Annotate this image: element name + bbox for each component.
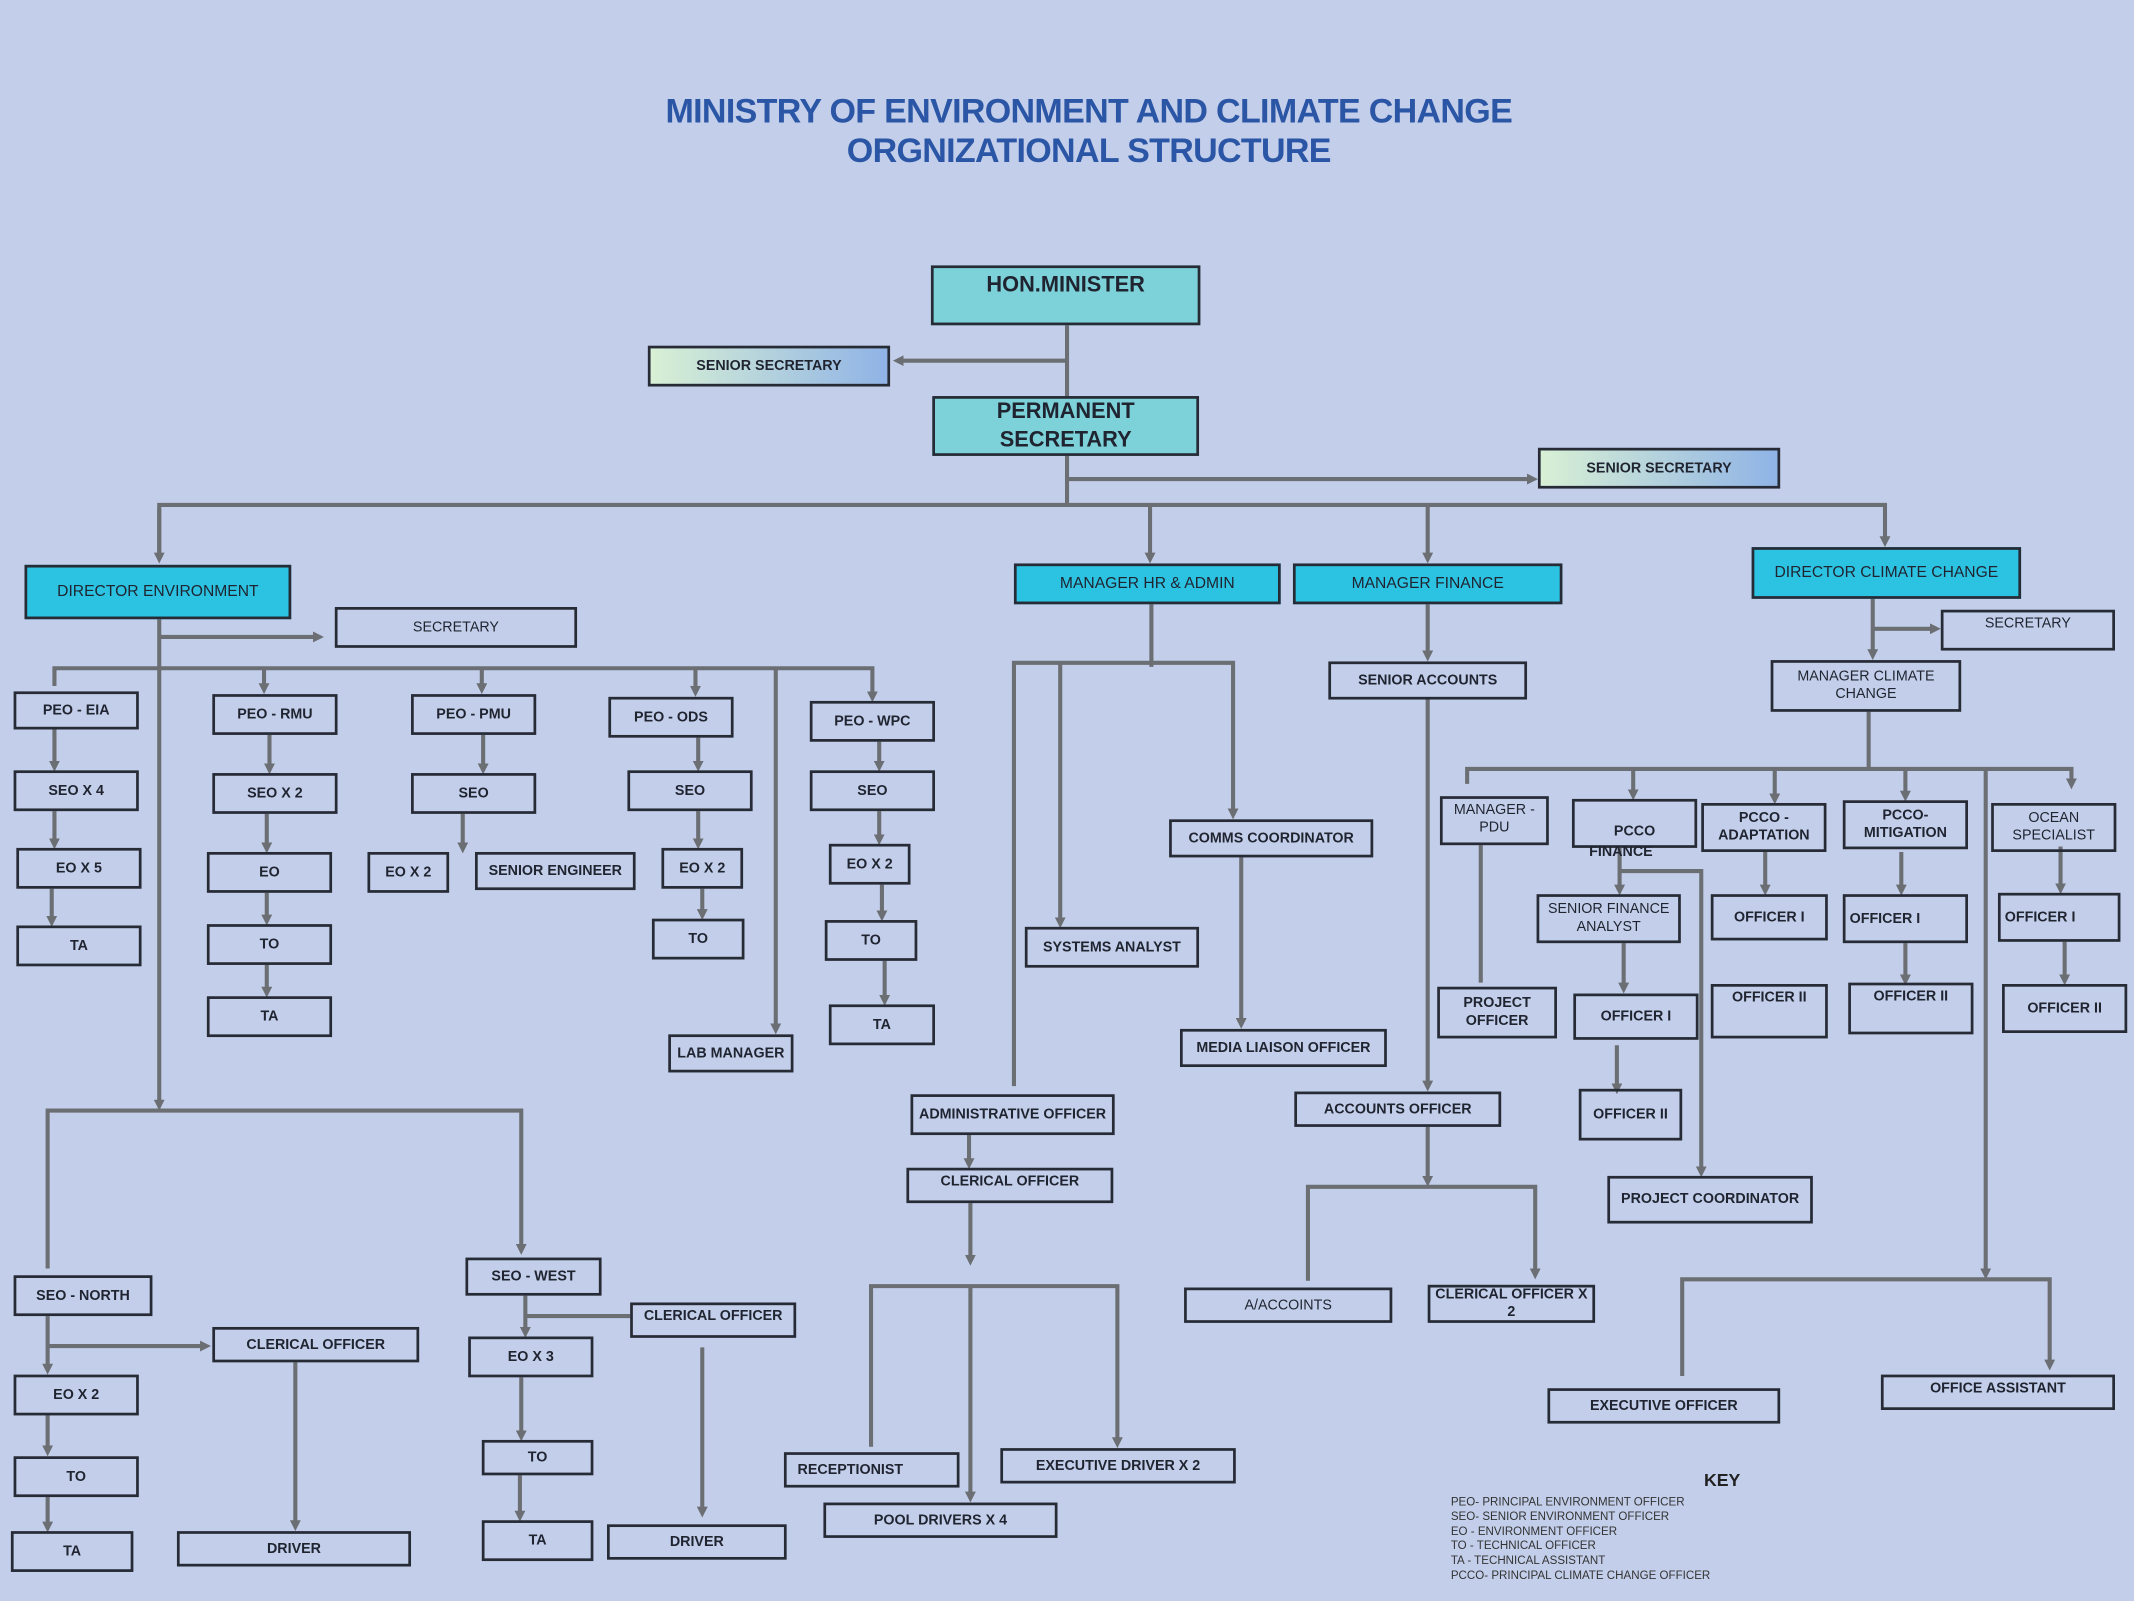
- officer-i-box: OFFICER I: [1997, 892, 2121, 942]
- seo-west-box: SEO - WEST: [465, 1257, 602, 1296]
- key-item: TO - TECHNICAL OFFICER: [1450, 1538, 1596, 1553]
- senior-finance-analyst-box: SENIOR FINANCE ANALYST: [1536, 894, 1681, 944]
- permanent-secretary-box: PERMANENT SECRETARY: [932, 396, 1200, 456]
- officer-i-box: OFFICER I: [1573, 993, 1699, 1040]
- hon-minister-box: HON.MINISTER: [930, 265, 1201, 326]
- officer-ii-box: OFFICER II: [1578, 1088, 1683, 1141]
- ta-box: TA: [828, 1004, 936, 1046]
- eo-box: EO X 2: [661, 847, 744, 889]
- manager-hr-box: MANAGER HR & ADMIN: [1013, 563, 1281, 605]
- driver-box: DRIVER: [607, 1524, 787, 1560]
- driver-box: DRIVER: [176, 1531, 412, 1567]
- pcco-finance-box: PCCO: [1571, 798, 1698, 848]
- eo-box: EO: [206, 851, 333, 893]
- administrative-officer-box: ADMINISTRATIVE OFFICER: [910, 1094, 1115, 1136]
- senior-secretary-box: SENIOR SECRETARY: [647, 345, 891, 387]
- eo-box: EO X 3: [468, 1336, 594, 1378]
- seo-box: SEO X 4: [13, 770, 139, 812]
- office-assistant-box: OFFICE ASSISTANT: [1880, 1374, 2115, 1410]
- ta-box: TA: [206, 996, 333, 1038]
- seo-box: SEO: [627, 770, 753, 812]
- senior-engineer-box: SENIOR ENGINEER: [474, 851, 636, 891]
- project-coordinator-box: PROJECT COORDINATOR: [1607, 1175, 1813, 1224]
- eo-box: EO X 2: [828, 843, 911, 885]
- manager-finance-box: MANAGER FINANCE: [1292, 563, 1563, 605]
- officer-ii-box: OFFICER II: [1710, 984, 1828, 1039]
- accounts-officer-box: ACCOUNTS OFFICER: [1294, 1091, 1502, 1127]
- seo-box: SEO: [809, 770, 936, 812]
- peo-ods-box: PEO - ODS: [608, 696, 734, 738]
- a-accounts-box: A/ACCOINTS: [1184, 1287, 1393, 1323]
- key-item: EO - ENVIRONMENT OFFICER: [1450, 1523, 1618, 1538]
- lab-manager-box: LAB MANAGER: [668, 1034, 794, 1073]
- clerical-officer-box: CLERICAL OFFICER: [212, 1326, 420, 1363]
- key-item: PCCO- PRINCIPAL CLIMATE CHANGE OFFICER: [1450, 1567, 1711, 1582]
- director-environment-box: DIRECTOR ENVIRONMENT: [24, 564, 292, 620]
- peo-wpc-box: PEO - WPC: [809, 700, 936, 742]
- seo-north-box: SEO - NORTH: [13, 1275, 153, 1317]
- clerical-officer-box: CLERICAL OFFICER: [906, 1167, 1114, 1204]
- senior-secretary-ps-box: SENIOR SECRETARY: [1537, 447, 1781, 489]
- peo-eia-box: PEO - EIA: [13, 691, 139, 730]
- to-box: TO: [13, 1456, 139, 1498]
- senior-accounts-box: SENIOR ACCOUNTS: [1328, 661, 1528, 700]
- media-liaison-officer-box: MEDIA LIAISON OFFICER: [1179, 1028, 1387, 1068]
- peo-rmu-box: PEO - RMU: [212, 694, 338, 735]
- officer-ii-box: OFFICER II: [2002, 984, 2128, 1033]
- to-box: TO: [824, 920, 918, 961]
- key-item: PEO- PRINCIPAL ENVIRONMENT OFFICER: [1450, 1494, 1685, 1508]
- key-title: KEY: [1703, 1469, 1741, 1491]
- manager-climate-change-box: MANAGER CLIMATE CHANGE: [1770, 660, 1962, 712]
- seo-box: SEO: [411, 773, 537, 814]
- officer-i-box: OFFICER I: [1710, 894, 1828, 941]
- key-legend: PEO- PRINCIPAL ENVIRONMENT OFFICER SEO- …: [1451, 1494, 1710, 1582]
- systems-analyst-box: SYSTEMS ANALYST: [1024, 926, 1200, 968]
- executive-driver-box: EXECUTIVE DRIVER X 2: [1000, 1448, 1236, 1484]
- ta-box: TA: [16, 925, 142, 967]
- secretary-cc-box: SECRETARY: [1940, 609, 2115, 651]
- key-item: SEO- SENIOR ENVIRONMENT OFFICER: [1450, 1509, 1670, 1523]
- ta-box: TA: [481, 1520, 594, 1562]
- eo-box: EO X 2: [367, 851, 450, 893]
- manager-pdu-box: MANAGER - PDU: [1439, 796, 1549, 846]
- executive-officer-box: EXECUTIVE OFFICER: [1547, 1388, 1781, 1424]
- chart-title-line1: MINISTRY OF ENVIRONMENT AND CLIMATE CHAN…: [665, 92, 1513, 131]
- seo-box: SEO X 2: [212, 773, 338, 814]
- key-item: TA - TECHNICAL ASSISTANT: [1450, 1553, 1606, 1567]
- comms-coordinator-box: COMMS COORDINATOR: [1169, 819, 1374, 858]
- pcco-finance-label-overflow: FINANCE: [1589, 843, 1653, 860]
- clerical-officer-box: CLERICAL OFFICER: [630, 1302, 797, 1338]
- receptionist-box: RECEPTIONIST: [783, 1452, 960, 1488]
- ocean-specialist-box: OCEAN SPECIALIST: [1991, 802, 2117, 852]
- ta-box: TA: [10, 1531, 134, 1572]
- project-officer-box: PROJECT OFFICER: [1437, 986, 1557, 1039]
- to-box: TO: [481, 1439, 594, 1476]
- to-box: TO: [206, 924, 333, 965]
- director-climate-change-box: DIRECTOR CLIMATE CHANGE: [1751, 547, 2022, 599]
- pcco-adaptation-box: PCCO - ADAPTATION: [1701, 802, 1827, 852]
- eo-box: EO X 2: [13, 1374, 139, 1416]
- officer-ii-box: OFFICER II: [1848, 982, 1974, 1035]
- pcco-mitigation-box: PCCO- MITIGATION: [1842, 800, 1969, 850]
- chart-title-line2: ORGNIZATIONAL STRUCTURE: [846, 132, 1332, 171]
- clerical-officer-x2-box: CLERICAL OFFICER X 2: [1427, 1284, 1596, 1323]
- pool-drivers-box: POOL DRIVERS X 4: [823, 1502, 1058, 1538]
- to-box: TO: [651, 918, 745, 960]
- officer-i-box: OFFICER I: [1842, 894, 1969, 944]
- peo-pmu-box: PEO - PMU: [411, 694, 537, 735]
- secretary-env-box: SECRETARY: [334, 607, 578, 648]
- eo-box: EO X 5: [16, 847, 142, 889]
